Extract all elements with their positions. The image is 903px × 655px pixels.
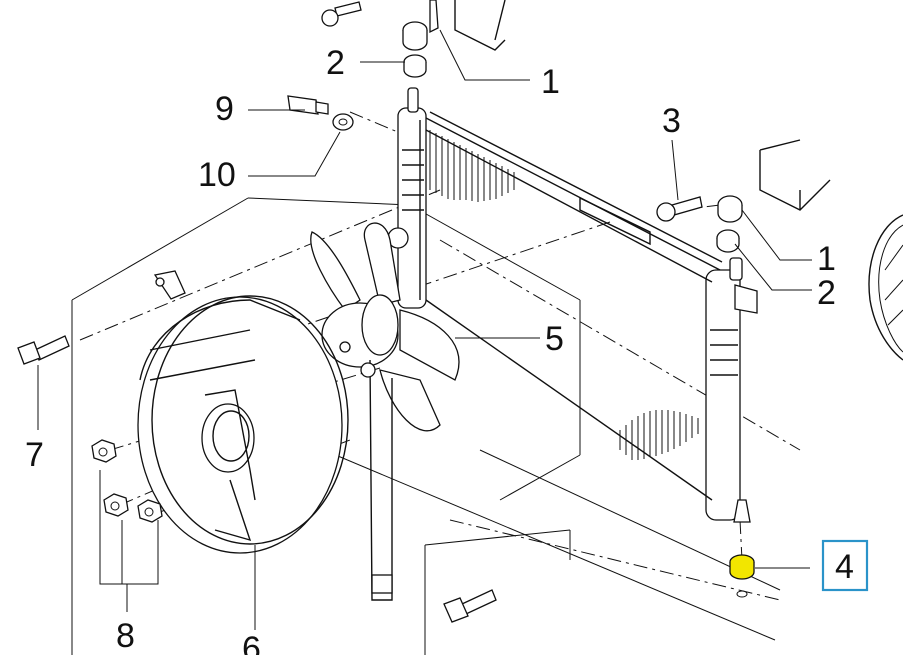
label-9: 9 bbox=[215, 90, 234, 128]
radiator-fins-upper bbox=[429, 130, 515, 202]
label-10: 10 bbox=[198, 156, 236, 194]
label-3: 3 bbox=[662, 102, 681, 140]
fan-shroud bbox=[137, 270, 349, 554]
adjacent-fan-partial bbox=[868, 214, 903, 361]
label-7: 7 bbox=[25, 436, 44, 474]
part-labels: 1 2 9 10 3 1 2 5 7 4 8 6 bbox=[25, 44, 854, 655]
part-4-highlighted-grommet bbox=[729, 554, 755, 598]
label-4: 4 bbox=[835, 548, 854, 586]
label-1-right: 1 bbox=[817, 240, 836, 278]
label-8: 8 bbox=[116, 617, 135, 655]
fan bbox=[310, 222, 460, 601]
radiator-fins-lower bbox=[619, 410, 699, 460]
leader-lines bbox=[37, 29, 812, 630]
fasteners bbox=[17, 0, 831, 623]
highlight-box-4 bbox=[821, 539, 869, 592]
label-2-right: 2 bbox=[817, 274, 836, 312]
label-1-top: 1 bbox=[541, 63, 560, 101]
label-6: 6 bbox=[242, 630, 261, 655]
label-2-top: 2 bbox=[326, 44, 345, 82]
label-5: 5 bbox=[545, 320, 564, 358]
radiator bbox=[387, 87, 758, 523]
